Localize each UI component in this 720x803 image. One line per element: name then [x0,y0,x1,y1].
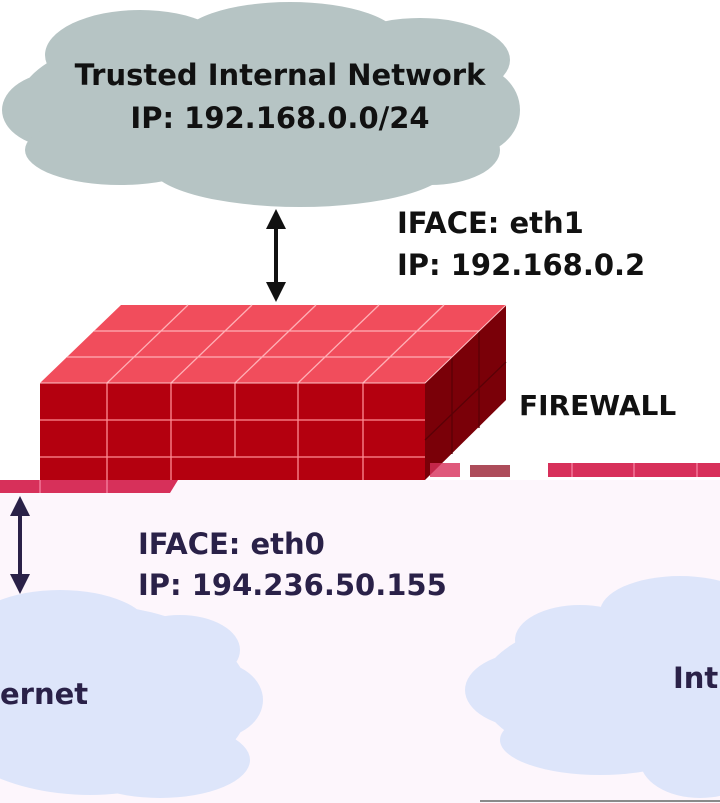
eth1-ip-label: IP: 192.168.0.2 [397,248,646,282]
internet-cloud-right [465,576,720,798]
internet-right-label: Int [673,661,719,695]
eth1-iface-label: IFACE: eth1 [397,206,584,240]
trusted-network-ip: IP: 192.168.0.0/24 [130,101,430,135]
firewall-label: FIREWALL [519,389,677,422]
trusted-network-name: Trusted Internal Network [74,58,486,92]
internet-cloud-left [0,590,263,798]
eth0-iface-label: IFACE: eth0 [138,527,325,561]
eth0-ip-label: IP: 194.236.50.155 [138,568,447,602]
trusted-network-cloud [2,2,520,207]
boundary-strip [0,463,720,493]
internet-left-label: ernet [0,677,89,711]
firewall-wall [40,304,507,480]
